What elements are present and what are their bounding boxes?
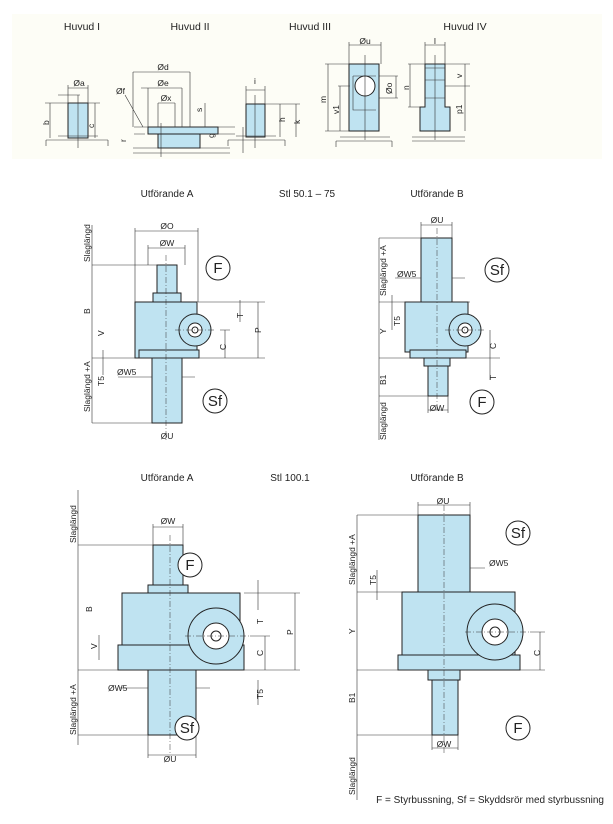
section2-model: Stl 100.1 [270, 473, 310, 484]
legend-text: F = Styrbussning, Sf = Skyddsrör med sty… [376, 795, 604, 806]
svg-text:g: g [206, 133, 216, 138]
svg-text:ØW5: ØW5 [489, 558, 509, 568]
head-title: Huvud III [289, 21, 331, 33]
head-1-drawing: Øa b c [41, 78, 109, 148]
svg-text:ØU: ØU [431, 215, 444, 225]
section2-left-title: Utförande A [141, 473, 194, 484]
head-3-drawing: i h k [227, 76, 302, 148]
svg-text:ØO: ØO [160, 221, 174, 231]
svg-text:m: m [318, 96, 328, 103]
head-panel [12, 14, 602, 159]
svg-text:ØW: ØW [430, 403, 445, 413]
section1-left-title: Utförande A [141, 189, 194, 200]
svg-text:p1: p1 [454, 104, 464, 114]
svg-text:k: k [292, 119, 302, 124]
svg-text:Sf: Sf [490, 262, 505, 279]
svg-text:Sf: Sf [511, 525, 526, 542]
svg-text:T5: T5 [368, 575, 378, 585]
svg-text:C: C [255, 650, 265, 656]
svg-text:Slaglängd: Slaglängd [347, 757, 357, 795]
svg-text:Slaglängd +A: Slaglängd +A [347, 534, 357, 585]
svg-text:T: T [235, 313, 245, 318]
svg-text:Slaglängd +A: Slaglängd +A [82, 361, 92, 412]
svg-text:T5: T5 [392, 316, 402, 326]
svg-text:F: F [477, 394, 486, 411]
svg-text:Øe: Øe [157, 78, 169, 88]
svg-text:ØW: ØW [161, 516, 176, 526]
svg-text:V: V [89, 643, 99, 649]
svg-text:ØW: ØW [437, 739, 452, 749]
svg-text:B: B [84, 606, 94, 612]
head-title: Huvud I [64, 21, 100, 33]
svg-text:v1: v1 [331, 105, 341, 114]
svg-text:C: C [532, 650, 542, 656]
svg-text:ØU: ØU [161, 431, 174, 441]
svg-text:Y: Y [378, 328, 388, 334]
svg-text:Øu: Øu [359, 36, 371, 46]
svg-text:B1: B1 [378, 374, 388, 385]
svg-text:Øf: Øf [116, 86, 126, 96]
svg-text:C: C [218, 344, 228, 350]
svg-text:T: T [488, 375, 498, 380]
svg-text:ØU: ØU [164, 754, 177, 764]
svg-text:i: i [254, 76, 256, 86]
svg-text:c: c [86, 123, 96, 128]
svg-text:F: F [213, 260, 222, 277]
svg-text:ØW5: ØW5 [117, 367, 137, 377]
svg-text:B: B [82, 308, 92, 314]
svg-text:Øx: Øx [161, 93, 173, 103]
head-title: Huvud IV [443, 21, 486, 33]
svg-text:Slaglängd: Slaglängd [68, 505, 78, 543]
svg-text:b: b [41, 120, 51, 125]
svg-text:Slaglängd +A: Slaglängd +A [378, 245, 388, 296]
svg-text:V: V [96, 330, 106, 336]
section1-variant-b: Sf F ØU Slaglängd +A ØW5 T5 Y C B1 T ØW … [378, 215, 510, 440]
svg-text:ØW5: ØW5 [108, 683, 128, 693]
svg-text:ØW5: ØW5 [397, 269, 417, 279]
svg-text:r: r [118, 139, 128, 142]
svg-text:Øa: Øa [73, 78, 85, 88]
svg-text:T5: T5 [255, 689, 265, 699]
svg-text:Y: Y [347, 628, 357, 634]
svg-text:Sf: Sf [208, 393, 223, 410]
head-title: Huvud II [170, 21, 209, 33]
svg-text:P: P [285, 629, 295, 635]
head-4-drawing: Øu Øo m v1 l v n p1 [318, 36, 470, 147]
svg-text:ØW: ØW [160, 238, 175, 248]
svg-text:v: v [454, 73, 464, 78]
head-2-drawing: Ød Øe Øx Øf s r g [116, 62, 244, 157]
svg-text:F: F [185, 557, 194, 574]
svg-text:Slaglängd: Slaglängd [378, 402, 388, 440]
svg-text:C: C [488, 343, 498, 349]
svg-text:F: F [513, 720, 522, 737]
section2-right-title: Utförande B [410, 473, 464, 484]
section1-right-title: Utförande B [410, 189, 464, 200]
svg-text:Ød: Ød [157, 62, 169, 72]
svg-text:B1: B1 [347, 692, 357, 703]
svg-text:Slaglängd: Slaglängd [82, 224, 92, 262]
svg-text:n: n [401, 85, 411, 90]
section2-variant-b: Sf F ØU Slaglängd +A T5 ØW5 Y C B1 ØW Sl… [347, 496, 545, 800]
svg-text:T5: T5 [96, 376, 106, 386]
svg-text:ØU: ØU [437, 496, 450, 506]
svg-text:s: s [194, 108, 204, 112]
section1-model: Stl 50.1 – 75 [279, 189, 336, 200]
svg-text:l: l [434, 36, 436, 46]
section2-variant-a: F Sf ØW Slaglängd B V T P C T5 ØW5 Slagl… [68, 490, 300, 764]
svg-text:Øo: Øo [384, 82, 394, 94]
svg-text:P: P [253, 327, 263, 333]
svg-text:Sf: Sf [180, 720, 195, 737]
section1-variant-a: F Sf ØO ØW Slaglängd B V T5 Slaglängd +A… [82, 221, 265, 441]
svg-text:T: T [255, 619, 265, 624]
svg-text:Slaglängd +A: Slaglängd +A [68, 684, 78, 735]
svg-text:h: h [277, 117, 287, 122]
